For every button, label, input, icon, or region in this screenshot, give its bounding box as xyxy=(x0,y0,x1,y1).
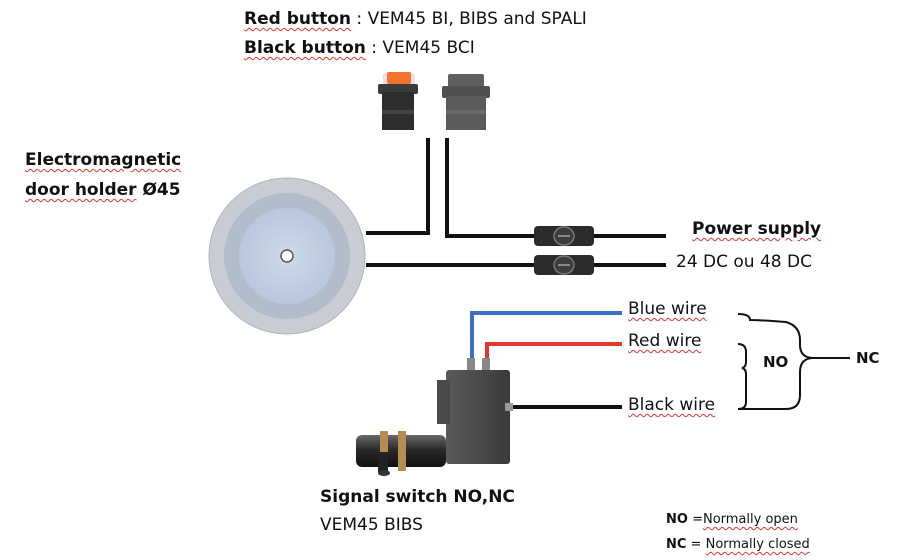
legend-nc: NC = Normally closed xyxy=(666,538,810,551)
red-button-title: Red button : VEM45 BI, BIBS and SPALI xyxy=(244,11,587,28)
legend-no-key: NO xyxy=(666,512,688,527)
red-button-part xyxy=(378,72,418,130)
black-button-label: Black button xyxy=(244,38,366,58)
door-holder-disc xyxy=(208,177,366,335)
black-button-title: Black button : VEM45 BCI xyxy=(244,40,475,57)
signal-switch-model: VEM45 BIBS xyxy=(320,515,423,535)
legend-no: NO =Normally open xyxy=(666,513,798,526)
signal-wires xyxy=(470,311,622,409)
legend-nc-key: NC xyxy=(666,537,687,552)
red-button-label: Red button xyxy=(244,9,352,29)
signal-switch-part xyxy=(356,358,513,476)
legend-nc-sep: = xyxy=(686,537,706,552)
power-wires xyxy=(366,138,666,267)
legend-no-sep: = xyxy=(687,512,703,527)
legend-nc-text: Normally closed xyxy=(705,537,810,552)
power-supply-voltage: 24 DC ou 48 DC xyxy=(676,252,812,272)
red-button-models: VEM45 BI, BIBS and SPALI xyxy=(367,9,587,29)
red-button-sep: : xyxy=(351,9,368,29)
door-holder-line1: Electromagnetic xyxy=(25,150,182,170)
black-wire-label: Black wire xyxy=(628,395,716,415)
terminal-block xyxy=(534,226,594,275)
legend-no-text: Normally open xyxy=(702,512,798,527)
blue-wire-label: Blue wire xyxy=(628,299,707,319)
red-wire-label: Red wire xyxy=(628,331,702,351)
no-bracket-label: NO xyxy=(763,353,789,371)
door-holder-label: door holder xyxy=(25,180,137,200)
black-button-sep: : xyxy=(365,38,383,58)
power-supply-title: Power supply xyxy=(692,219,822,239)
black-button-models: VEM45 BCI xyxy=(382,38,475,58)
wire-brackets xyxy=(737,313,850,410)
door-holder-size: Ø45 xyxy=(136,180,181,200)
signal-switch-title: Signal switch NO,NC xyxy=(320,487,515,507)
black-button-part xyxy=(442,74,490,130)
nc-bracket-label: NC xyxy=(856,349,880,367)
door-holder-line2: door holder Ø45 xyxy=(25,182,181,199)
